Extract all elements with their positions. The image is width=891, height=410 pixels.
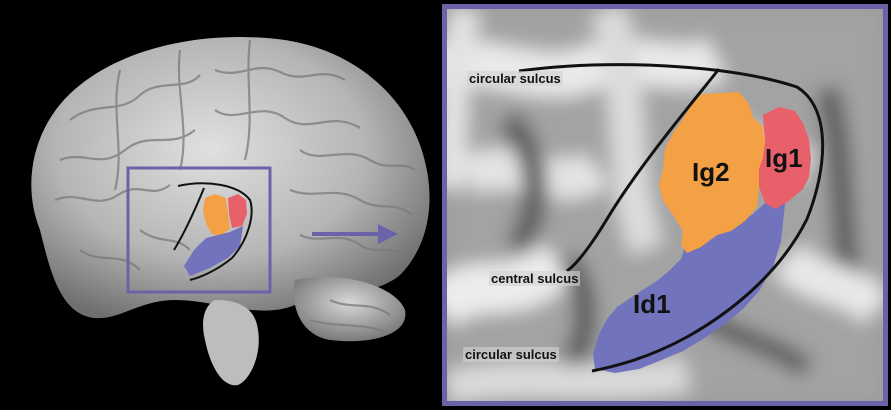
brain-illustration — [0, 0, 440, 410]
circular-sulcus-top-label: circular sulcus — [467, 71, 563, 86]
brainstem — [203, 300, 259, 385]
circular-sulcus-bottom-label: circular sulcus — [463, 347, 559, 362]
cerebrum — [31, 37, 429, 318]
ig2-label: Ig2 — [692, 157, 730, 188]
brain-surface-view — [0, 0, 440, 410]
id1-label: Id1 — [633, 289, 671, 320]
zoomed-insula-panel: circular sulcus central sulcus circular … — [442, 4, 888, 406]
central-sulcus-label: central sulcus — [489, 271, 580, 286]
zoomed-illustration — [447, 9, 883, 401]
cerebellum — [294, 277, 406, 341]
ig1-label: Ig1 — [765, 143, 803, 174]
